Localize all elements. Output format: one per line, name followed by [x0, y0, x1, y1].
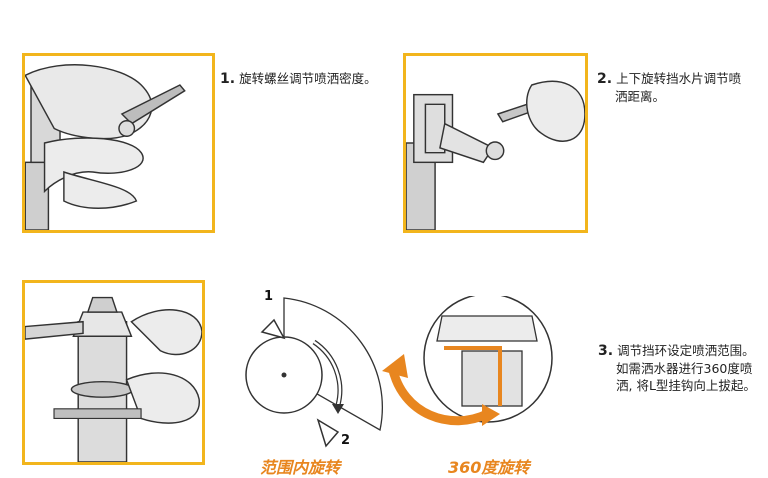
stop-tab-2 — [318, 420, 338, 446]
step1-text: 1. 旋转螺丝调节喷洒密度。 — [220, 70, 377, 88]
stop-marker-2: 2 — [341, 433, 350, 448]
step1-number: 1. — [220, 71, 235, 87]
step3-line1: 3. 调节挡环设定喷洒范围。 — [598, 342, 756, 360]
stop-marker-1: 1 — [264, 289, 273, 304]
step2-text: 2. 上下旋转挡水片调节喷 洒距离。 — [597, 70, 741, 105]
step3-line3: 洒, 将L型挂钩向上拔起。 — [598, 377, 756, 394]
hand-adjusting-collar-illustration — [25, 283, 202, 462]
hand-adjusting-deflector-illustration — [406, 56, 585, 230]
full-rotation-diagram — [382, 296, 558, 438]
step2-illustration-panel — [403, 53, 588, 233]
step1-line1: 旋转螺丝调节喷洒密度。 — [239, 71, 377, 86]
full-rotation-caption: 360度旋转 — [448, 454, 529, 478]
step3-illustration-panel — [22, 280, 205, 465]
orange-arrowhead-1 — [382, 354, 408, 378]
step2-line1: 2. 上下旋转挡水片调节喷 — [597, 70, 741, 88]
step2-line1-text: 上下旋转挡水片调节喷 — [616, 71, 741, 86]
range-rotation-diagram — [240, 280, 400, 450]
center-pivot — [282, 373, 287, 378]
step1-illustration-panel — [22, 53, 215, 233]
step3-line2: 如需洒水器进行360度喷 — [598, 360, 756, 377]
stop-tab-1 — [262, 320, 284, 338]
step3-line1-text: 调节挡环设定喷洒范围。 — [617, 343, 755, 358]
step2-number: 2. — [597, 71, 612, 87]
step3-number: 3. — [598, 343, 613, 359]
step3-text: 3. 调节挡环设定喷洒范围。 如需洒水器进行360度喷 洒, 将L型挂钩向上拔起。 — [598, 342, 756, 394]
step2-line2: 洒距离。 — [597, 88, 741, 105]
hand-adjusting-screw-illustration — [25, 56, 212, 230]
range-rotation-caption: 范围内旋转 — [260, 454, 340, 478]
